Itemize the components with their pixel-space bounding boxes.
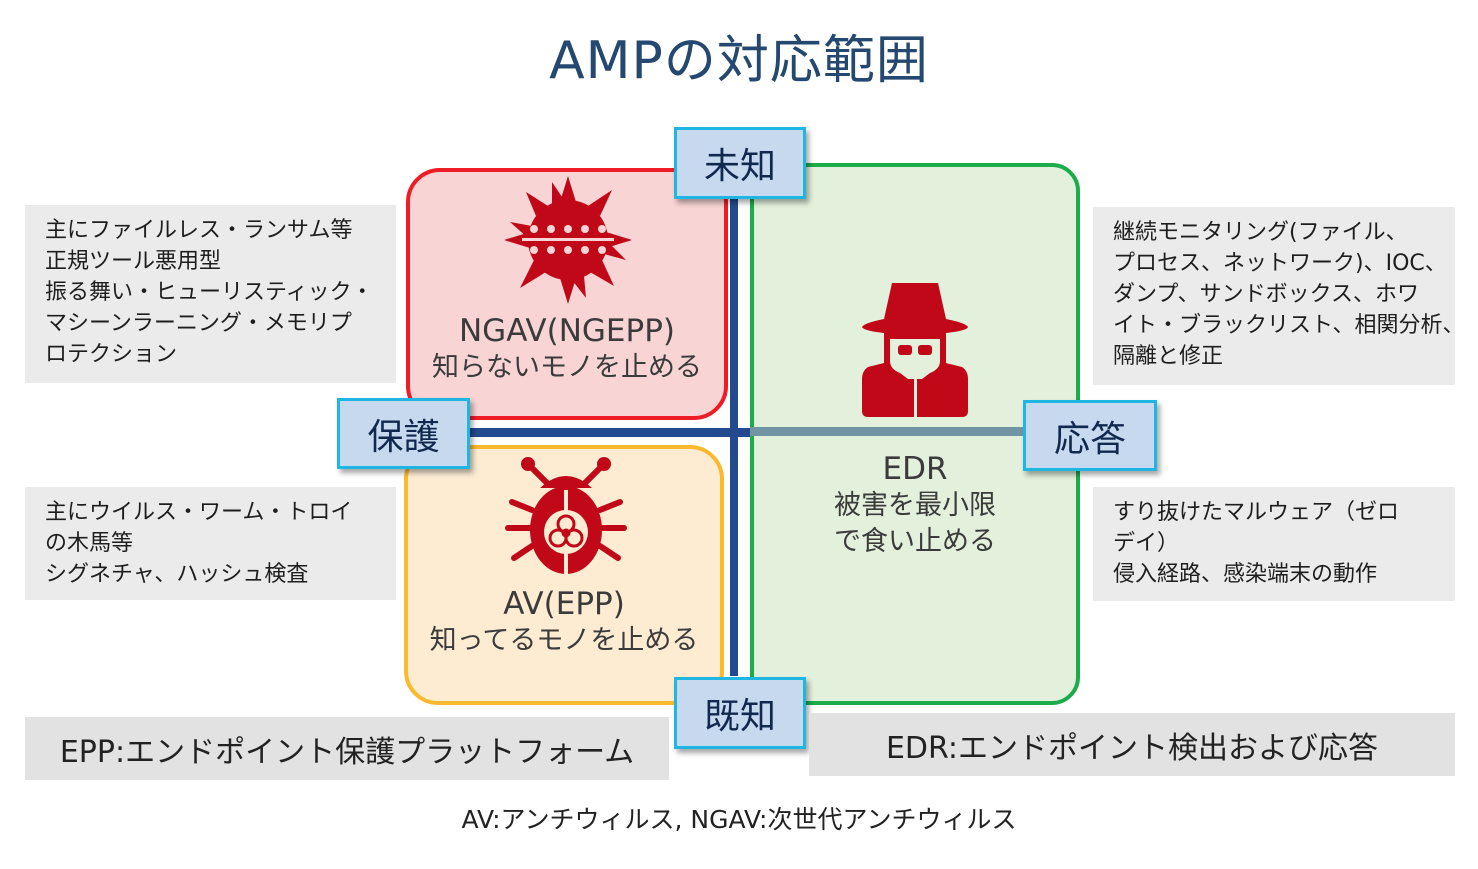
note-line: 主にファイルレス・ランサム等 [45, 218, 353, 243]
note-line: プロセス、ネットワーク)、IOC、 [1113, 251, 1447, 276]
axis-label-known: 既知 [674, 677, 806, 749]
definition-epp: EPP:エンドポイント保護プラットフォーム [25, 717, 669, 780]
horizontal-axis-protect [470, 428, 750, 437]
note-line: 振る舞い・ヒューリスティック・ [45, 280, 374, 305]
ngav-text: NGAV(NGEPP) 知らないモノを止める [406, 312, 728, 386]
note-line: ダンプ、サンドボックス、ホワ [1113, 282, 1420, 307]
edr-text: EDR 被害を最小限 で食い止める [750, 450, 1080, 560]
footer-abbreviations: AV:アンチウィルス, NGAV:次世代アンチウィルス [461, 805, 1017, 834]
note-line: デイ） [1113, 531, 1180, 556]
av-name: AV(EPP) [503, 586, 625, 622]
axis-label-respond: 応答 [1023, 400, 1157, 471]
note-ngav-details: 主にファイルレス・ランサム等 正規ツール悪用型 振る舞い・ヒューリスティック・ … [25, 205, 396, 383]
note-line: 隔離と修正 [1113, 344, 1224, 369]
note-edr-features: 継続モニタリング(ファイル、 プロセス、ネットワーク)、IOC、 ダンプ、サンド… [1093, 207, 1465, 385]
spy-icon [862, 283, 968, 417]
note-line: シグネチャ、ハッシュ検査 [45, 562, 309, 587]
vertical-axis [730, 196, 738, 676]
horizontal-axis-respond [750, 427, 1030, 436]
bug-biohazard-icon [504, 454, 628, 582]
note-line: マシーンラーニング・メモリプ [45, 311, 352, 336]
note-line: 継続モニタリング(ファイル、 [1113, 220, 1408, 245]
note-line: の木馬等 [45, 531, 134, 556]
edr-tagline-line-1: 被害を最小限 [834, 490, 996, 521]
page-title: AMPの対応範囲 [549, 31, 929, 91]
virus-icon [500, 172, 636, 308]
ngav-name: NGAV(NGEPP) [458, 313, 676, 349]
note-line: 侵入経路、感染端末の動作 [1113, 562, 1378, 587]
ngav-tagline: 知らないモノを止める [432, 352, 702, 383]
definition-edr: EDR:エンドポイント検出および応答 [809, 713, 1455, 776]
note-line: すり抜けたマルウェア（ゼロ [1113, 500, 1400, 525]
axis-label-protect: 保護 [337, 398, 470, 469]
av-text: AV(EPP) 知ってるモノを止める [404, 585, 724, 659]
note-av-details: 主にウイルス・ワーム・トロイ の木馬等 シグネチャ、ハッシュ検査 [25, 487, 396, 600]
note-line: イト・ブラックリスト、相関分析、 [1113, 313, 1465, 338]
note-line: 主にウイルス・ワーム・トロイ [45, 500, 353, 525]
note-line: ロテクション [45, 342, 178, 367]
note-edr-targets: すり抜けたマルウェア（ゼロ デイ） 侵入経路、感染端末の動作 [1093, 487, 1455, 601]
edr-tagline-line-2: で食い止める [834, 526, 996, 557]
edr-name: EDR [882, 451, 948, 487]
note-line: 正規ツール悪用型 [45, 249, 222, 274]
axis-label-unknown: 未知 [674, 127, 806, 199]
av-tagline: 知ってるモノを止める [429, 625, 699, 656]
